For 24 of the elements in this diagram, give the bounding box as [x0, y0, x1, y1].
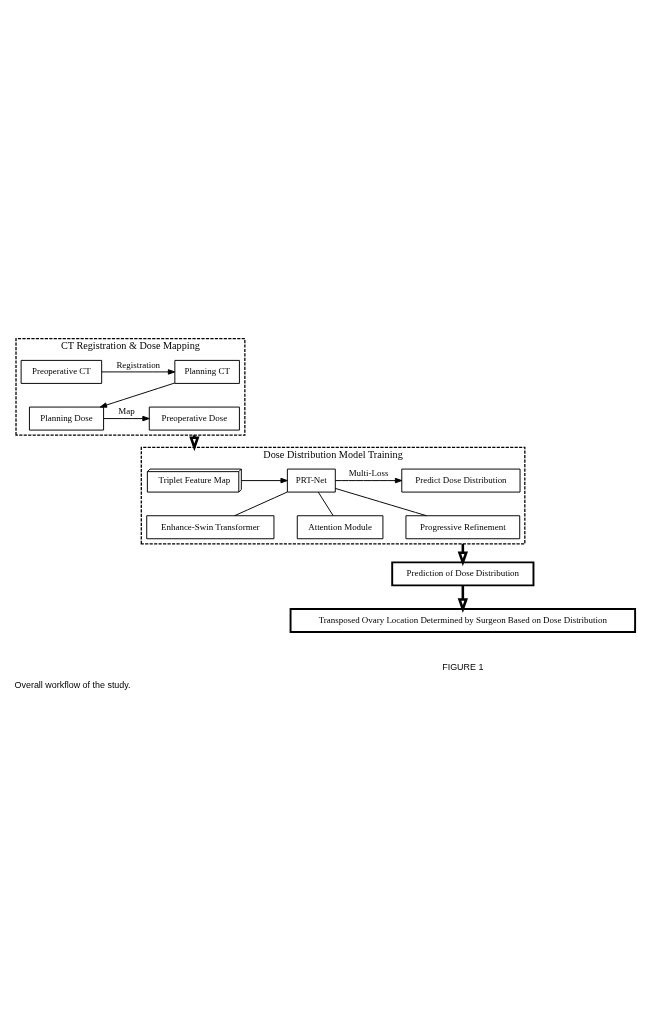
edge-label: Registration — [116, 359, 161, 370]
node-box: Preoperative Dose — [148, 406, 240, 431]
node-box: Enhance-Swin Transformer — [146, 515, 275, 540]
arrow — [240, 477, 288, 484]
node-box: Attention Module — [296, 515, 384, 540]
node-box: PRT-Net — [286, 468, 336, 493]
node-box: Predict Dose Distribution — [401, 468, 521, 493]
node-box: Preoperative CT — [20, 359, 103, 384]
node-box: Planning Dose — [28, 406, 105, 431]
edge-label: Map — [118, 406, 135, 417]
caption: Overall workflow of the study. — [14, 680, 131, 691]
arrow — [99, 382, 176, 408]
connector — [234, 491, 288, 517]
arrow — [103, 415, 150, 422]
arrow — [101, 369, 176, 375]
node-box: Planning CT — [174, 359, 240, 384]
edge-label: Multi-Loss — [348, 468, 389, 479]
arrow — [334, 477, 403, 484]
label: FIGURE 1 — [442, 661, 484, 672]
connector — [317, 491, 334, 517]
node-box: Progressive Refinement — [405, 515, 521, 540]
connector — [334, 487, 427, 517]
node-box: Transposed Ovary Location Determined by Surgeon Based on Dose Distribution — [289, 608, 637, 634]
node-box: Prediction of Dose Distribution — [391, 561, 535, 587]
